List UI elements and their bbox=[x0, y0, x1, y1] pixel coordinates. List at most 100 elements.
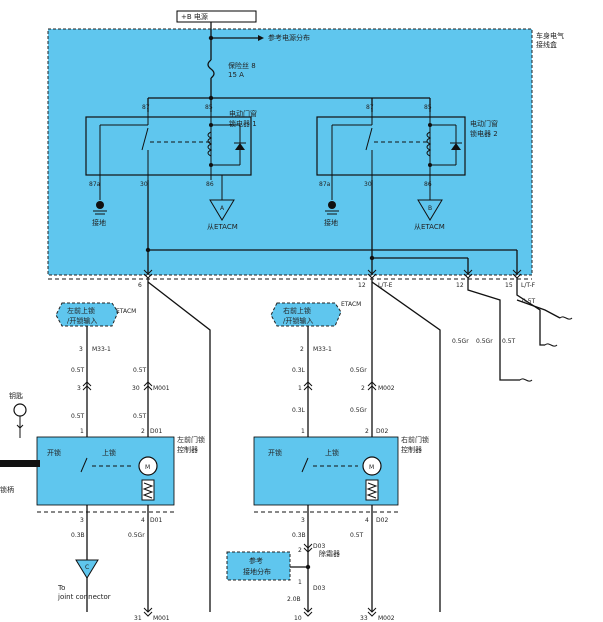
left-joint-2: joint connector bbox=[57, 593, 111, 601]
right-d-pin-l: 1 bbox=[301, 428, 305, 435]
left-j-pin-l: 3 bbox=[77, 385, 81, 392]
right-door-section: 右前上锁 /开锁输入 ETACM 2 M33-1 0.3L 0.5Gr 1 2 … bbox=[226, 301, 429, 622]
relay1-label-1: 电动门窗 bbox=[229, 109, 257, 118]
right-conn1: M33-1 bbox=[313, 346, 332, 353]
etacm-triangle-icon bbox=[417, 199, 443, 221]
left-lock: 上锁 bbox=[102, 448, 116, 457]
ground-icon bbox=[328, 201, 336, 209]
ground-triangle-icon bbox=[75, 559, 99, 579]
right-motor: M bbox=[369, 464, 374, 471]
right-j-conn: M002 bbox=[378, 385, 395, 392]
right-wire-4: 0.5T bbox=[522, 298, 536, 305]
etacm-triangle-icon bbox=[209, 199, 235, 221]
right-bot-conn: M002 bbox=[378, 615, 395, 622]
left-wire-d: 0.5T bbox=[133, 413, 147, 420]
right-ground-box-2: 接地分布 bbox=[243, 567, 271, 576]
relay2-ground: 接地 bbox=[324, 218, 338, 227]
junction-box bbox=[47, 28, 533, 276]
junction-box-label-1: 车身电气 bbox=[536, 31, 564, 40]
right-switch-box-1: 右前上锁 bbox=[283, 306, 311, 315]
arrow-icon bbox=[258, 35, 264, 41]
relay2-pin-87: 87 bbox=[366, 104, 374, 111]
power-label-box bbox=[176, 10, 257, 23]
left-actuator-2: 控制器 bbox=[177, 445, 198, 454]
right-bot-pin-l: 10 bbox=[294, 615, 302, 622]
relay2-pin-85: 85 bbox=[424, 104, 432, 111]
right-b-pin-r: 4 bbox=[365, 517, 369, 524]
right-wire-a: 0.3L bbox=[292, 367, 306, 374]
jb-pin-r2: L/T-F bbox=[521, 282, 536, 289]
relay2-etacm: 从ETACM bbox=[414, 223, 445, 231]
right-lock: 上锁 bbox=[325, 448, 339, 457]
left-switch-box-2: /开锁输入 bbox=[67, 316, 97, 325]
left-d-pin-l: 1 bbox=[80, 428, 84, 435]
right-wire-d: 0.5Gr bbox=[350, 407, 367, 414]
fuse-rating: 15 A bbox=[228, 71, 244, 79]
relay1-pin-87: 87 bbox=[142, 104, 150, 111]
right-j-pin-l: 1 bbox=[298, 385, 302, 392]
jb-pin-r2-num: 15 bbox=[505, 282, 513, 289]
ground-icon bbox=[96, 201, 104, 209]
fuse-icon bbox=[207, 59, 215, 79]
left-actuator-1: 左前门锁 bbox=[177, 435, 205, 444]
relay1-pin-86: 86 bbox=[206, 181, 214, 188]
left-j-pin-r: 30 bbox=[132, 385, 140, 392]
right-wire-1: 0.5Gr bbox=[452, 338, 469, 345]
relay1-pin-30: 30 bbox=[140, 181, 148, 188]
right-wire-2: 0.5Gr bbox=[476, 338, 493, 345]
jb-pin-mid-num: 12 bbox=[358, 282, 366, 289]
left-ground-id: C bbox=[85, 564, 89, 571]
relay1-pin-87a: 87a bbox=[89, 181, 101, 188]
fuse-name: 保险丝 8 bbox=[228, 61, 256, 70]
left-d-pin-r: 2 bbox=[141, 428, 145, 435]
relay2-label-1: 电动门窗 bbox=[470, 119, 498, 128]
motor-icon bbox=[362, 456, 382, 476]
motor-icon bbox=[138, 456, 158, 476]
relay2-pin-86: 86 bbox=[424, 181, 432, 188]
wire-continue-icon bbox=[519, 378, 533, 382]
right-d4-conn: D03 bbox=[313, 585, 325, 592]
left-b-conn: D01 bbox=[150, 517, 162, 524]
right-wire-c: 0.3L bbox=[292, 407, 306, 414]
key-label: 钥匙 bbox=[9, 391, 23, 400]
key-icon bbox=[13, 403, 27, 417]
relay-1: 87 85 电动门窗 锁电器 1 87a 30 86 接地 A bbox=[85, 104, 257, 231]
relay-2: 87 85 电动门窗 锁电器 2 87a 30 86 接地 B 从ETACM bbox=[316, 104, 498, 231]
right-wire-f: 0.5T bbox=[350, 532, 364, 539]
right-wire-3: 0.5T bbox=[502, 338, 516, 345]
wire-continue-icon bbox=[544, 343, 558, 347]
right-d3-pin: 2 bbox=[298, 547, 302, 554]
right-conn1-pin: 2 bbox=[300, 346, 304, 353]
relay1-etacm: 从ETACM bbox=[207, 223, 238, 231]
junction-box-label-2: 接线盒 bbox=[536, 40, 557, 49]
relay1-etacm-id: A bbox=[220, 205, 225, 212]
left-wire-a: 0.5T bbox=[71, 367, 85, 374]
ground-dist-box bbox=[226, 551, 291, 581]
relay2-pin-87a: 87a bbox=[319, 181, 331, 188]
power-label: +B 电源 bbox=[181, 12, 208, 21]
relay1-ground: 接地 bbox=[92, 218, 106, 227]
left-d-conn: D01 bbox=[150, 428, 162, 435]
right-b-conn: D02 bbox=[376, 517, 388, 524]
left-wire-b: 0.5T bbox=[133, 367, 147, 374]
left-wire-e: 0.3B bbox=[71, 532, 85, 539]
right-switch-box-2: /开锁输入 bbox=[283, 316, 313, 325]
right-d-pin-r: 2 bbox=[365, 428, 369, 435]
right-actuator-1: 右前门锁 bbox=[401, 435, 429, 444]
left-door-section: 左前上锁 /开锁输入 ETACM 3 M33-1 0.5T 0.5T 3 30 … bbox=[0, 302, 205, 622]
right-actuator-2: 控制器 bbox=[401, 445, 422, 454]
right-d3-conn: D03 bbox=[313, 543, 325, 550]
relay2-pin-30: 30 bbox=[364, 181, 372, 188]
jb-pin-mid: L/T-E bbox=[378, 282, 393, 289]
diode-icon bbox=[235, 143, 245, 150]
left-conn1: M33-1 bbox=[92, 346, 111, 353]
left-motor: M bbox=[145, 464, 150, 471]
right-j-pin-r: 2 bbox=[361, 385, 365, 392]
left-b-pin-r: 4 bbox=[141, 517, 145, 524]
left-wire-f: 0.5Gr bbox=[128, 532, 145, 539]
left-b-pin-l: 3 bbox=[80, 517, 84, 524]
left-conn1-pin: 3 bbox=[79, 346, 83, 353]
right-wire-b: 0.5Gr bbox=[350, 367, 367, 374]
relay1-label-2: 锁电器 1 bbox=[229, 119, 257, 128]
